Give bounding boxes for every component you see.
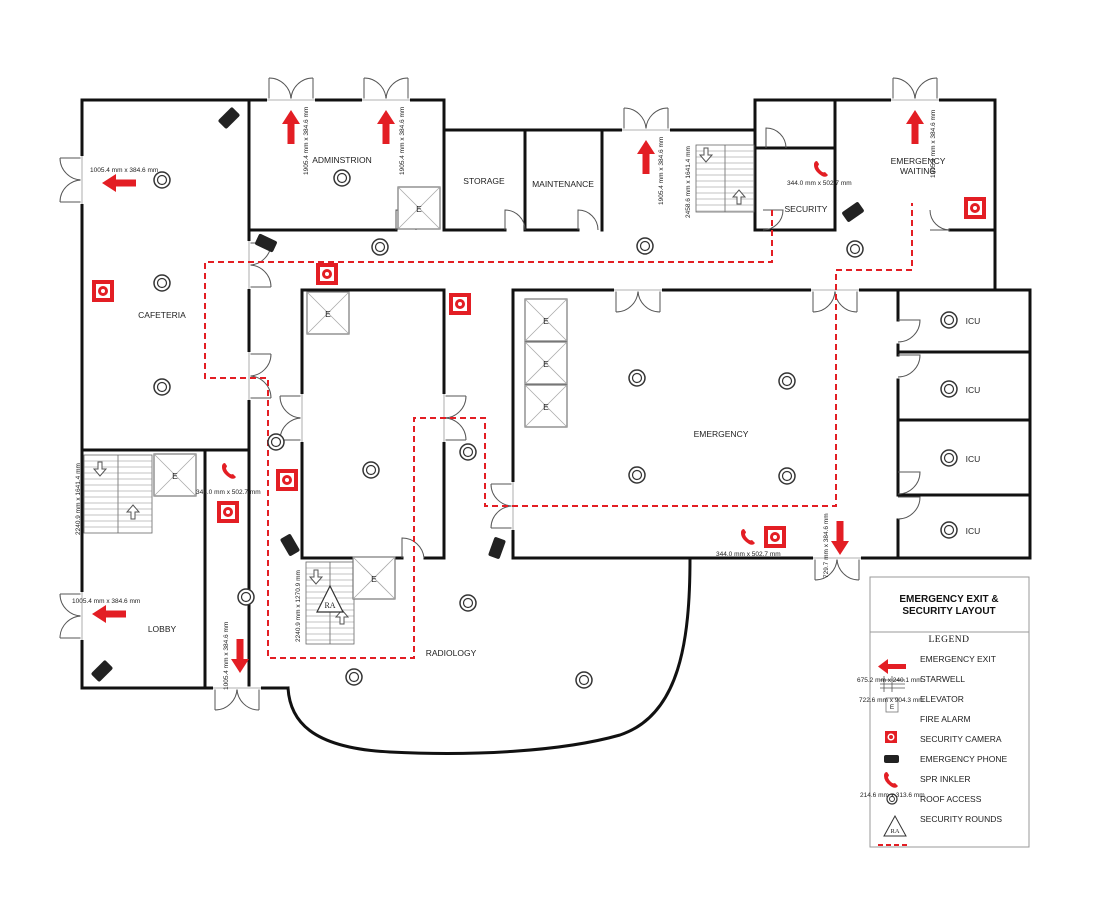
dimension-note: 1905.4 mm x 384.6 mm: [399, 107, 406, 175]
dimension-note: 344.0 mm x 502.7 mm: [787, 180, 852, 187]
room-labels: ADMINSTRION STORAGE MAINTENANCE SECURITY…: [138, 155, 980, 658]
legend-label: STARWELL: [920, 674, 965, 684]
elevator-label: E: [172, 471, 178, 481]
legend: EMERGENCY EXIT &SECURITY LAYOUT LEGEND E…: [857, 576, 1030, 848]
dimension-note: 675.2 mm x 240.1 mm: [857, 677, 922, 684]
legend-label: ROOF ACCESS: [920, 794, 982, 804]
legend-symbol-elevator: E: [885, 697, 899, 713]
legend-label: EMERGENCY PHONE: [920, 754, 1008, 764]
dimension-note: 344.0 mm x 502.7 mm: [716, 551, 781, 558]
legend-label: SPR INKLER: [920, 774, 971, 784]
elevators: E E E E E E E: [153, 186, 568, 600]
dimension-note: 1005.4 mm x 384.6 mm: [72, 598, 140, 605]
stair-arrows: [92, 147, 747, 625]
elevator-stair: E: [352, 556, 396, 600]
dimension-note: 1005.4 mm x 384.6 mm: [223, 622, 230, 690]
elevator-emergency-1: E: [524, 298, 568, 342]
dimension-note: 1905.4 mm x 384.6 mm: [303, 107, 310, 175]
legend-symbol-camera: [884, 755, 899, 763]
walls: [80, 98, 1032, 755]
legend-label: EMERGENCY EXIT: [920, 654, 996, 664]
legend-label: FIRE ALARM: [920, 714, 971, 724]
legend-symbol-security-rounds: RA: [883, 814, 907, 837]
dimension-note: 1005.4 mm x 384.6 mm: [90, 167, 158, 174]
legend-symbol-exit: [878, 659, 906, 674]
dimension-notes: 1005.4 mm x 384.6 mm 1905.4 mm x 384.6 m…: [72, 107, 937, 690]
elevator-label: E: [416, 204, 422, 214]
legend-heading: LEGEND: [929, 635, 970, 645]
room-label-lobby: LOBBY: [148, 624, 177, 634]
legend-symbol-roof: [886, 793, 898, 805]
dimension-note: 722.6 mm x 904.3 mm: [859, 697, 924, 704]
elevator-label: E: [543, 316, 549, 326]
elevator-emergency-2: E: [524, 341, 568, 385]
dimension-note: 214.6 mm x 313.6 mm: [860, 792, 925, 799]
room-label-icu: ICU: [966, 316, 981, 326]
stairwells: [83, 144, 755, 645]
elevator-label: E: [543, 402, 549, 412]
legend-symbol-fire-alarm: [885, 731, 897, 743]
emergency-exit-arrows: [92, 110, 924, 673]
legend-title: EMERGENCY EXIT &SECURITY LAYOUT: [899, 594, 998, 617]
dimension-note: 2240.9 mm x 1270.9 mm: [295, 570, 302, 642]
dimension-note: 1905.4 mm x 384.6 mm: [930, 110, 937, 178]
legend-label: SECURITY ROUNDS: [920, 814, 1002, 824]
dimension-note: 729.7 mm x 384.6 mm: [823, 513, 830, 578]
security-rounds-label: RA: [324, 601, 335, 610]
svg-text:E: E: [890, 704, 895, 711]
dimension-note: 2458.6 mm x 1641.4 mm: [685, 146, 692, 218]
room-label-radiology: RADIOLOGY: [426, 648, 477, 658]
room-label-storage: STORAGE: [463, 176, 505, 186]
room-label-icu: ICU: [966, 385, 981, 395]
elevator-label: E: [543, 359, 549, 369]
dimension-note: 2240.9 mm x 1641.4 mm: [75, 463, 82, 535]
elevator-label: E: [371, 574, 377, 584]
doors: [59, 77, 951, 711]
room-label-icu: ICU: [966, 454, 981, 464]
elevator-emergency-3: E: [524, 384, 568, 428]
legend-label: ELEVATOR: [920, 694, 964, 704]
elevator-lobby: E: [153, 453, 197, 497]
security-rounds-marker: RA: [316, 584, 344, 613]
security-route: [204, 203, 913, 659]
dimension-note: 344.0 mm x 502.7 mm: [196, 489, 261, 496]
legend-label: SECURITY CAMERA: [920, 734, 1002, 744]
room-label-emergency: EMERGENCY: [694, 429, 749, 439]
room-label-maintenance: MAINTENANCE: [532, 179, 594, 189]
room-label-security: SECURITY: [785, 204, 828, 214]
legend-symbol-stairwell: [880, 676, 905, 692]
room-label-cafeteria: CAFETERIA: [138, 310, 186, 320]
dimension-note: 1905.4 mm x 384.6 mm: [658, 137, 665, 205]
svg-text:RA: RA: [890, 828, 899, 835]
elevator-admin: E: [397, 186, 441, 230]
room-label-icu: ICU: [966, 526, 981, 536]
room-label-administration: ADMINSTRION: [312, 155, 372, 165]
elevator-radiology: E: [306, 291, 350, 335]
elevator-label: E: [325, 309, 331, 319]
